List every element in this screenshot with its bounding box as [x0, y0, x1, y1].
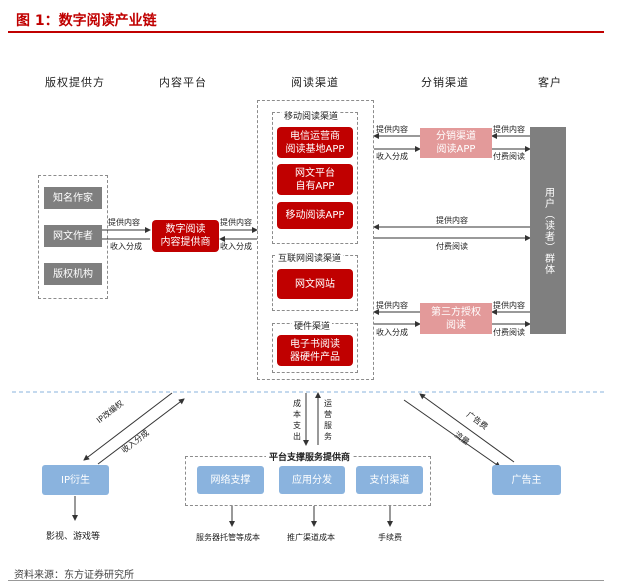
distribution-third-party-line1: 第三方授权	[431, 306, 481, 318]
channel-web-platform-line1: 网文平台	[295, 167, 335, 179]
column-header-distribution: 分销渠道	[421, 76, 469, 89]
label-revenue-share-1: 收入分成	[110, 242, 142, 251]
label-cost-expense: 成本支出	[293, 399, 301, 441]
content-provider-line1: 数字阅读	[165, 224, 206, 235]
label-direct-provide-content: 提供内容	[436, 216, 468, 225]
label-revenue-share-2: 收入分成	[220, 242, 252, 251]
channel-telecom-line2: 阅读基地APP	[285, 143, 345, 155]
service-app-distribution: 应用分发	[279, 466, 345, 494]
distribution-app: 分销渠道 阅读APP	[420, 128, 492, 158]
service-output-hosting: 服务器托管等成本	[196, 533, 260, 542]
users-group-box: 用户（读者）群体	[530, 127, 566, 334]
mobile-group-label: 移动阅读渠道	[282, 109, 341, 122]
channel-mobile-app: 移动阅读APP	[277, 202, 353, 229]
label-direct-paid-reading: 付费阅读	[436, 242, 468, 251]
service-output-fees: 手续费	[378, 533, 402, 542]
content-provider-line2: 内容提供商	[160, 237, 211, 248]
distribution-app-line1: 分销渠道	[436, 131, 476, 142]
advertiser-box: 广告主	[492, 465, 561, 495]
service-providers-title: 平台支撑服务提供商	[266, 450, 354, 463]
column-header-copyright: 版权提供方	[45, 76, 105, 89]
internet-group-label: 互联网阅读渠道	[276, 251, 344, 264]
channel-ebook: 电子书阅读 器硬件产品	[277, 335, 353, 366]
title-rule	[8, 31, 604, 33]
provider-copyright-agency: 版权机构	[44, 263, 102, 285]
label-user-provide-content: 提供内容	[493, 125, 525, 134]
label-third-user-provide-content: 提供内容	[493, 301, 525, 310]
label-provide-content-2: 提供内容	[220, 218, 252, 227]
label-user-paid-reading: 付费阅读	[493, 152, 525, 161]
column-header-reading: 阅读渠道	[291, 76, 339, 89]
label-third-user-paid-reading: 付费阅读	[493, 328, 525, 337]
reading-channels-group	[257, 100, 374, 380]
column-header-content: 内容平台	[159, 76, 207, 89]
users-label: 用户（读者）群体	[542, 186, 554, 275]
label-operation-service: 运营服务	[324, 399, 332, 441]
ip-derivative-box: IP衍生	[42, 465, 109, 495]
channel-web-platform: 网文平台 自有APP	[277, 164, 353, 195]
hardware-group-label: 硬件渠道	[292, 319, 333, 332]
column-header-customer: 客户	[538, 76, 562, 89]
label-dist-provide-content: 提供内容	[376, 125, 408, 134]
provider-famous-author: 知名作家	[44, 187, 102, 209]
channel-telecom: 电信运营商 阅读基地APP	[277, 127, 353, 158]
label-provide-content-1: 提供内容	[108, 218, 140, 227]
service-payment-channel: 支付渠道	[356, 466, 423, 494]
channel-web-site: 网文网站	[277, 269, 353, 299]
channel-telecom-line1: 电信运营商	[290, 130, 340, 142]
channel-web-platform-line2: 自有APP	[295, 180, 335, 192]
channel-ebook-line2: 器硬件产品	[290, 351, 340, 363]
distribution-third-party: 第三方授权 阅读	[420, 303, 492, 334]
label-dist-revenue-share: 收入分成	[376, 152, 408, 161]
figure-title: 图 1：数字阅读产业链	[16, 13, 157, 29]
source-footer: 资料来源：东方证券研究所	[14, 570, 134, 581]
service-output-promotion: 推广渠道成本	[287, 533, 335, 542]
provider-web-author: 网文作者	[44, 225, 102, 247]
footer-rule	[8, 580, 604, 581]
distribution-third-party-line2: 阅读	[446, 319, 466, 331]
service-network-support: 网络支撑	[197, 466, 264, 494]
label-third-revenue-share: 收入分成	[376, 328, 408, 337]
copyright-providers-group	[38, 175, 108, 299]
ip-outputs-label: 影视、游戏等	[46, 532, 101, 542]
label-third-provide-content: 提供内容	[376, 301, 408, 310]
distribution-app-line2: 阅读APP	[436, 144, 476, 155]
channel-ebook-line1: 电子书阅读	[290, 338, 340, 350]
content-provider-box: 数字阅读 内容提供商	[152, 220, 219, 252]
